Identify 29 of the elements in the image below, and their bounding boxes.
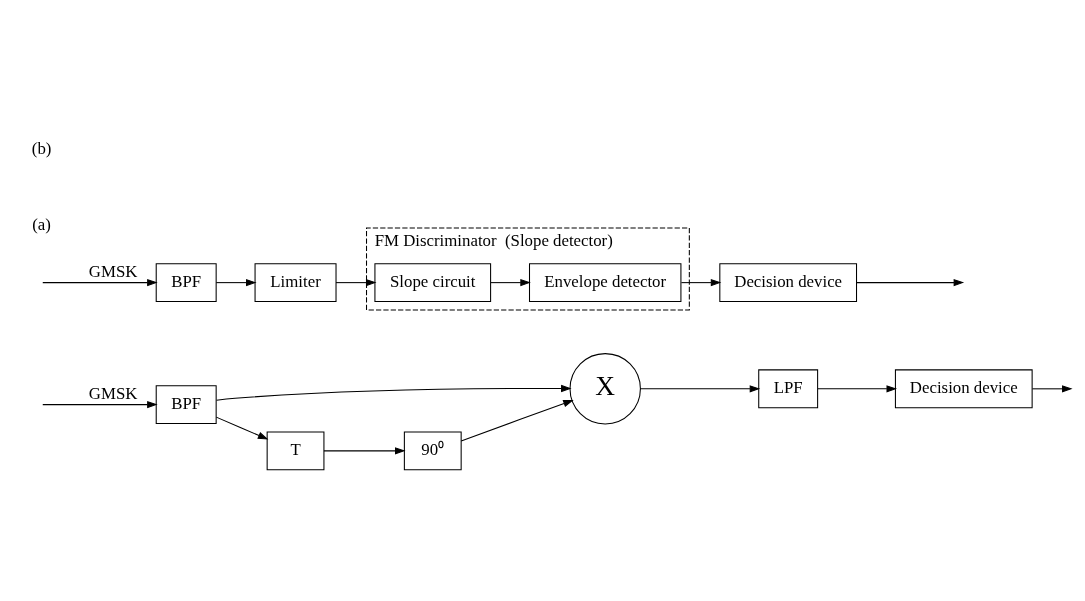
arrow (215, 278, 257, 287)
node-box: 90⁰ (403, 431, 462, 471)
arrow (42, 278, 158, 287)
arrow (335, 278, 377, 287)
arrow (323, 447, 406, 455)
node-box: BPF (155, 263, 217, 303)
node-box: Slope circuit (374, 263, 492, 303)
label: (a) (32, 214, 51, 234)
node-circle: X (569, 353, 641, 425)
arrow (856, 278, 965, 287)
node-box: T (266, 431, 325, 471)
arrow (490, 278, 531, 287)
node-box: Decision device (894, 369, 1033, 409)
arrow (216, 384, 572, 401)
arrow (817, 385, 897, 393)
arrow (42, 400, 158, 409)
node-box: Limiter (254, 263, 337, 303)
arrow (639, 385, 761, 393)
label: (b) (31, 139, 52, 159)
arrow (215, 416, 269, 440)
edge-label: GMSK (88, 262, 138, 282)
node-box: Envelope detector (528, 263, 682, 303)
node-box: LPF (758, 369, 819, 409)
edge-label: GMSK (88, 384, 138, 404)
arrow (460, 399, 574, 442)
arrow (1031, 385, 1073, 393)
arrow (680, 278, 722, 287)
node-box: BPF (155, 385, 217, 425)
node-box: Decision device (719, 263, 858, 303)
